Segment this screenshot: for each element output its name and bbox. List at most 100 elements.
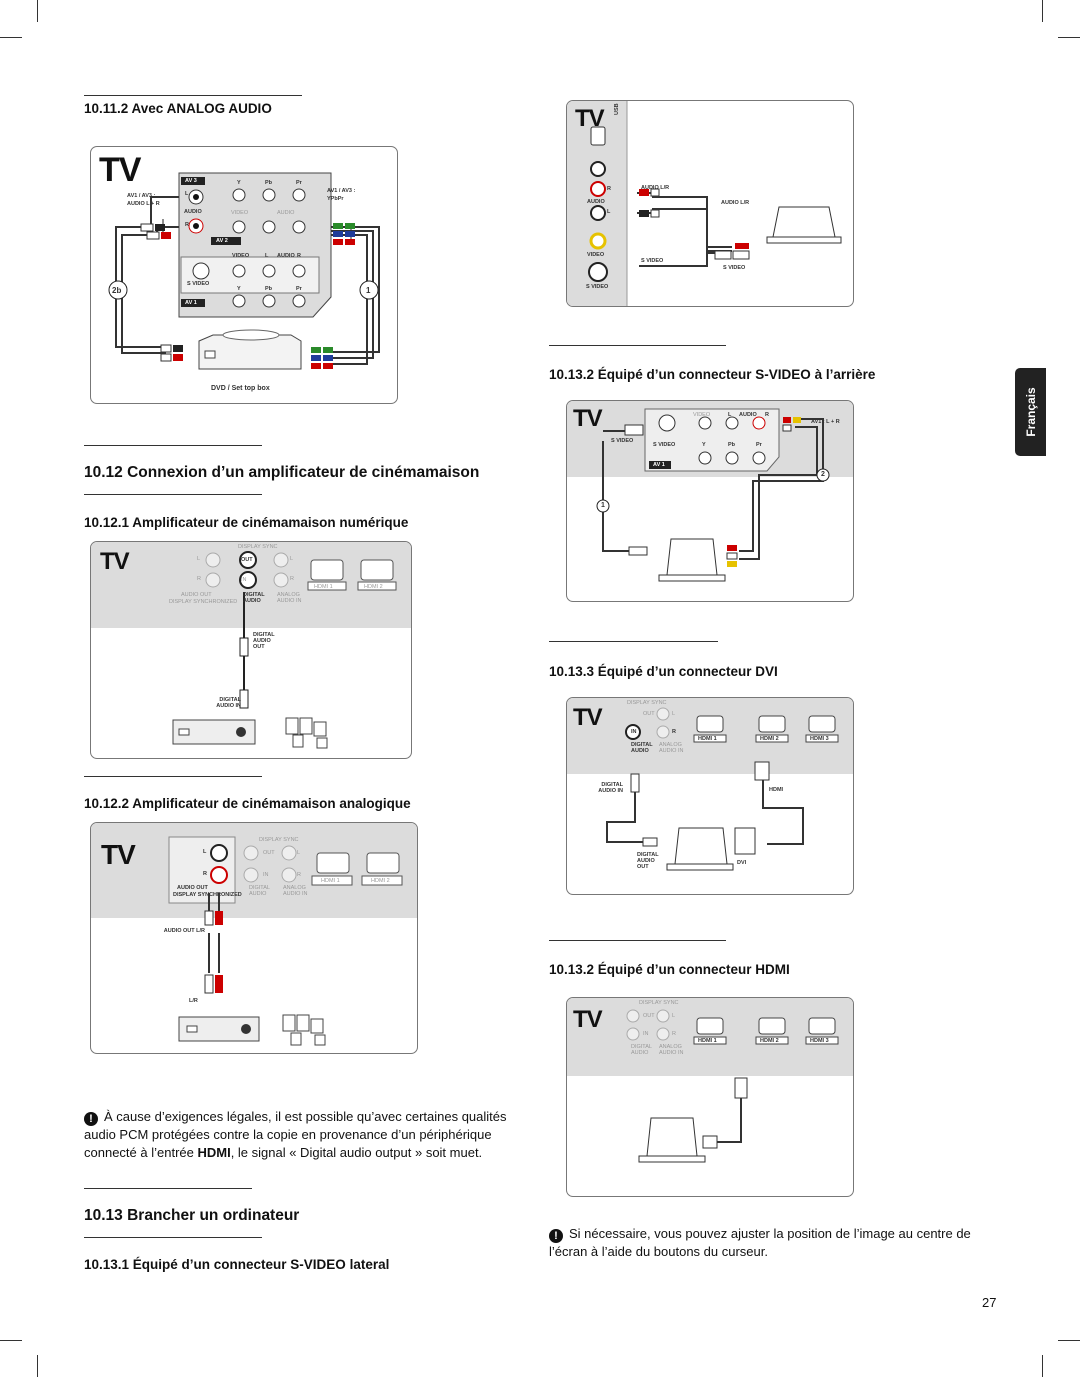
heading-10-12-1: 10.12.1 Amplificateur de cinémamaison nu… xyxy=(84,515,409,530)
l-label: L xyxy=(672,711,676,717)
audio-lr-label: AUDIO L + R xyxy=(127,201,160,207)
pr-label: Pr xyxy=(296,286,302,292)
av3-label: AV 3 xyxy=(185,178,197,184)
audio-lr-cable-label: AUDIO L/R xyxy=(641,185,670,191)
language-tab: Français xyxy=(1015,368,1046,456)
video-label: VIDEO xyxy=(232,253,250,259)
heading-10-12: 10.12 Connexion d’un amplificateur de ci… xyxy=(84,464,480,481)
note1-text-bold: HDMI xyxy=(197,1144,231,1160)
diagram-hdmi: TV DISPLAY SYNC OUT IN L R DIGITAL AUDIO… xyxy=(566,997,854,1197)
r-label: R xyxy=(185,222,189,228)
heading-10-13-3: 10.13.3 Équipé d’un connecteur DVI xyxy=(549,664,778,679)
l-label: L xyxy=(607,209,611,215)
note-image-position: !Si nécessaire, vous pouvez ajuster la p… xyxy=(549,1225,999,1261)
hdmi2-label: HDMI 2 xyxy=(364,584,383,590)
audio-out-lr-label: AUDIO OUT L/R xyxy=(163,928,205,934)
tv-label: TV xyxy=(573,1006,603,1033)
hdmi2-label: HDMI 2 xyxy=(760,736,779,742)
pb-label: Pb xyxy=(265,286,273,292)
section-rule xyxy=(549,940,726,941)
crop-mark xyxy=(1058,1340,1080,1341)
svideo-label: S VIDEO xyxy=(586,284,609,290)
audio-label: AUDIO xyxy=(184,209,202,215)
section-rule xyxy=(84,1188,252,1189)
svideo-side-svg xyxy=(588,101,842,306)
svideo-label: S VIDEO xyxy=(187,281,210,287)
audio-label: AUDIO xyxy=(587,199,605,205)
section-rule xyxy=(84,95,302,96)
svideo-label: S VIDEO xyxy=(723,265,746,271)
hdmi3-label: HDMI 3 xyxy=(810,1038,829,1044)
hdmi1-label: HDMI 1 xyxy=(314,584,333,590)
digital-audio-label: DIGITAL AUDIO xyxy=(631,1044,652,1056)
l-label: L xyxy=(290,556,294,562)
note1-text-a: À cause d’exigences légales, il est poss… xyxy=(84,1109,507,1160)
audio-label: AUDIO xyxy=(277,210,295,216)
crop-mark xyxy=(1042,1355,1043,1377)
r-label: R xyxy=(297,872,301,878)
crop-mark xyxy=(0,37,22,38)
l-label: L xyxy=(197,556,201,562)
av2-label: AV 2 xyxy=(216,238,228,244)
section-rule xyxy=(84,445,262,446)
in-label: IN xyxy=(631,729,637,735)
r-label: R xyxy=(290,576,294,582)
display-synchronized-label: DISPLAY SYNCHRONIZED xyxy=(169,599,238,605)
heading-10-13-1: 10.13.1 Équipé d’un connecteur S-VIDEO l… xyxy=(84,1257,390,1272)
l-label: L xyxy=(265,253,269,259)
l-label: L xyxy=(203,849,207,855)
out-label: OUT xyxy=(643,711,655,717)
tv-label: TV xyxy=(573,704,603,731)
note-hdmi-pcm: !À cause d’exigences légales, il est pos… xyxy=(84,1108,524,1161)
diagram-digital-amp: TV L R L R DISPLAY SYNC OUT IN HDMI 1 HD… xyxy=(90,541,412,759)
display-sync-label: DISPLAY SYNC xyxy=(639,1000,679,1006)
audio-lr-cable-label: AUDIO L/R xyxy=(721,200,750,206)
exclamation-icon: ! xyxy=(549,1229,563,1243)
svideo-rear-svg xyxy=(596,408,830,582)
out-label: OUT xyxy=(263,850,275,856)
section-rule xyxy=(549,345,726,346)
diagram-dvi: TV DISPLAY SYNC OUT IN L R DIGITAL AUDIO… xyxy=(566,697,854,895)
hdmi1-label: HDMI 1 xyxy=(321,878,340,884)
digital-audio-in-label: DIGITAL AUDIO IN xyxy=(598,782,623,794)
badge-2b: 2b xyxy=(112,286,122,295)
l-label: L xyxy=(728,412,732,418)
section-rule xyxy=(84,1237,262,1238)
heading-10-13-2a: 10.13.2 Équipé d’un connecteur S-VIDEO à… xyxy=(549,367,876,382)
l-label: L xyxy=(185,191,189,197)
svideo-label: S VIDEO xyxy=(611,438,634,444)
digital-amp-svg xyxy=(172,551,397,749)
video-label: VIDEO xyxy=(587,252,605,258)
av1-label: AV 1 xyxy=(185,300,197,306)
pr-label: Pr xyxy=(296,180,302,186)
av1-label: AV 1 xyxy=(653,462,665,468)
digital-audio-label: DIGITAL AUDIO xyxy=(249,885,270,897)
hdmi-svg xyxy=(626,1009,839,1163)
pr-label: Pr xyxy=(756,442,762,448)
pb-label: Pb xyxy=(728,442,736,448)
svideo-label: S VIDEO xyxy=(653,442,676,448)
ypbpr-diagram-svg xyxy=(108,172,380,370)
crop-mark xyxy=(0,1340,22,1341)
analog-audio-in-label: ANALOG AUDIO IN xyxy=(283,885,308,897)
dvd-label: DVD / Set top box xyxy=(211,385,270,392)
audio-out-label: AUDIO OUT xyxy=(181,592,212,598)
diagram-ypbpr-analog: TV xyxy=(90,146,398,404)
badge-2: 2 xyxy=(821,471,825,478)
tv-label: TV xyxy=(573,405,603,432)
page-number: 27 xyxy=(982,1295,997,1310)
display-sync-label: DISPLAY SYNC xyxy=(627,700,667,706)
digital-audio-label: DIGITAL AUDIO xyxy=(631,742,653,754)
r-label: R xyxy=(672,729,676,735)
av1-av3-ypbpr-label: AV1 / AV3 : xyxy=(327,188,356,194)
heading-10-13-2b: 10.13.2 Équipé d’un connecteur HDMI xyxy=(549,962,790,977)
note1-text-b: , le signal « Digital audio output » soi… xyxy=(230,1144,483,1160)
hdmi2-label: HDMI 2 xyxy=(371,878,390,884)
l-label: L xyxy=(672,1013,676,1019)
badge-1: 1 xyxy=(366,286,371,295)
analog-audio-in-label: ANALOG AUDIO IN xyxy=(277,592,302,604)
analog-audio-in-label: ANALOG AUDIO IN xyxy=(659,1044,684,1056)
diagram-analog-amp: TV L R AUDIO OUT DISPLAY SYNCHRONIZED DI… xyxy=(90,822,418,1054)
heading-10-11-2: 10.11.2 Avec ANALOG AUDIO xyxy=(84,101,272,116)
y-label: Y xyxy=(237,286,241,292)
